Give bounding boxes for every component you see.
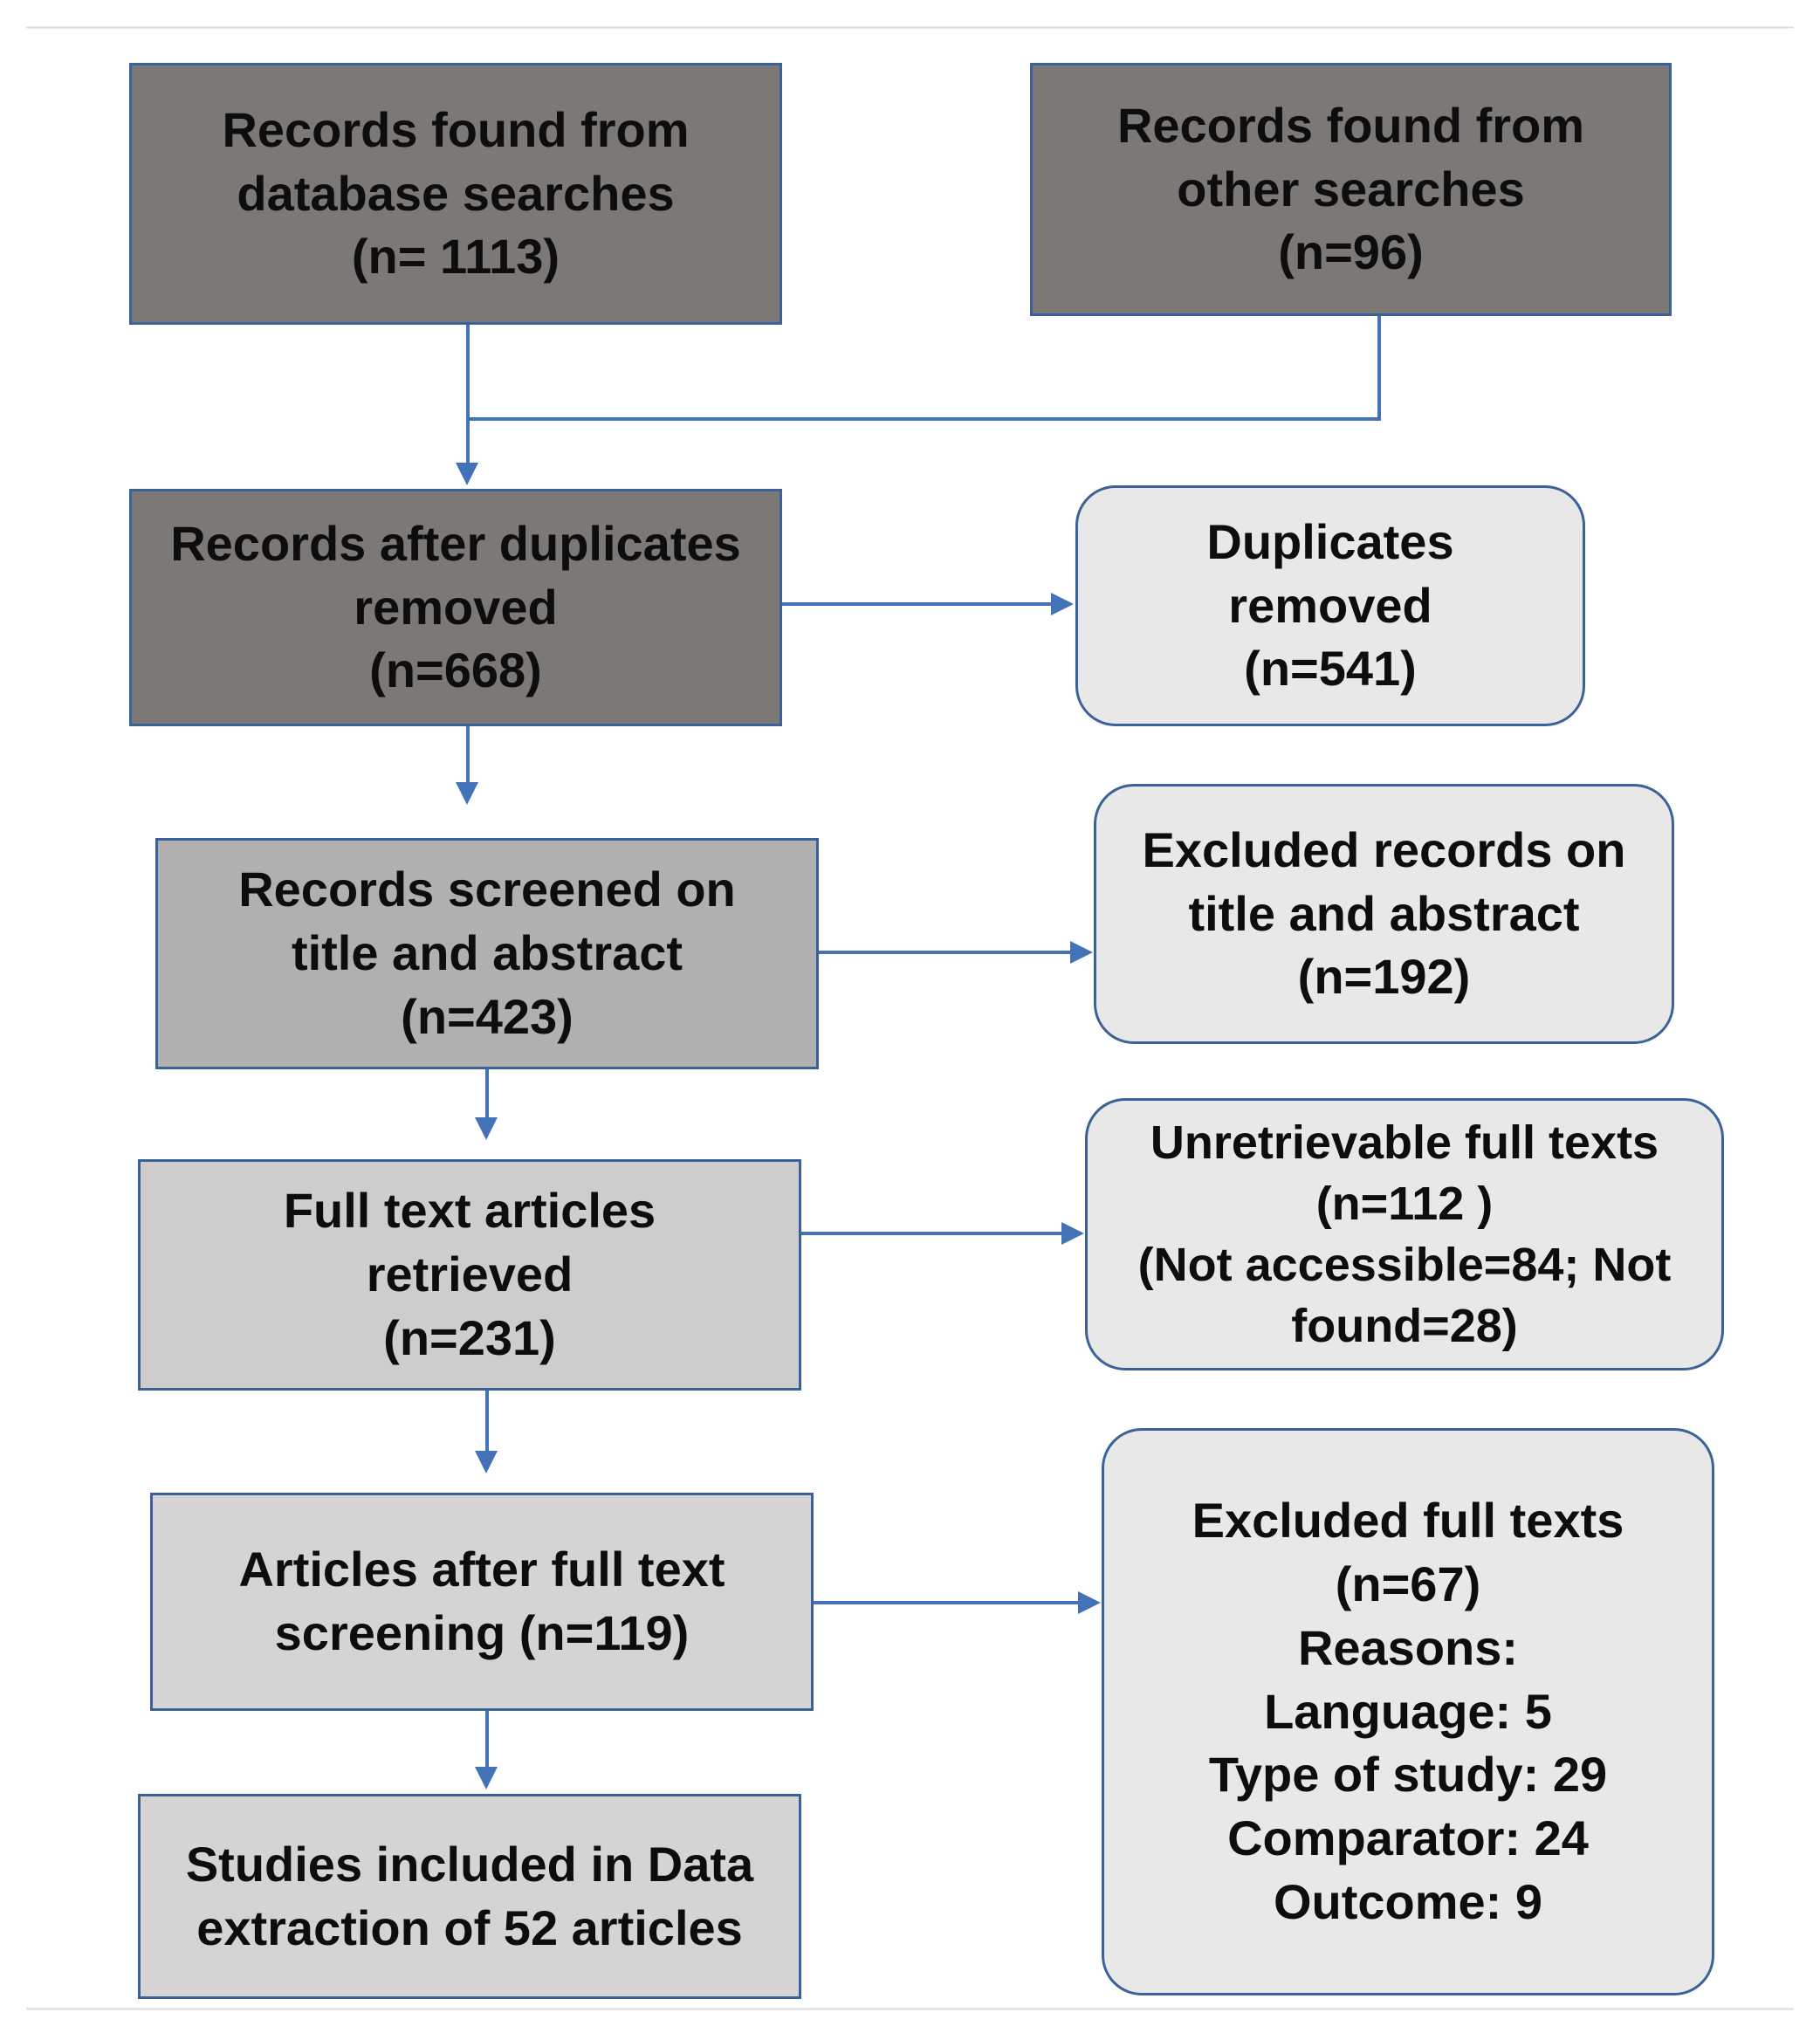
connector-merge-down (466, 417, 470, 470)
node-line: Duplicates (1206, 513, 1454, 569)
node-line: (n=541) (1244, 641, 1417, 697)
connector-down-to-screened (466, 726, 470, 787)
node-line: Records found from (1116, 97, 1585, 153)
node-records-from-database-searches: Records found from database searches (n=… (129, 63, 782, 325)
node-line: Reasons: (1297, 1619, 1519, 1675)
connector-to-unretrievable (801, 1232, 1063, 1235)
node-records-after-duplicates-removed: Records after duplicates removed (n=668) (129, 489, 782, 726)
node-line: (Not accessible=84; Not (1137, 1239, 1672, 1291)
node-line: Records found from (222, 101, 690, 157)
node-studies-included-data-extraction: Studies included in Data extraction of 5… (138, 1794, 801, 1999)
node-line: found=28) (1291, 1300, 1518, 1353)
connector-to-excluded-title-abstract (819, 951, 1072, 954)
arrowhead-to-excluded-full-texts (1078, 1591, 1101, 1614)
node-line: Language: 5 (1264, 1683, 1552, 1739)
node-line: removed (354, 579, 558, 635)
connector-down-to-full-text (485, 1069, 489, 1122)
node-excluded-records-title-abstract: Excluded records on title and abstract (… (1094, 784, 1674, 1044)
node-line: Type of study: 29 (1208, 1747, 1608, 1803)
node-line: removed (1228, 577, 1432, 633)
top-divider (26, 26, 1794, 29)
bottom-divider (26, 2008, 1794, 2010)
node-records-screened-title-abstract: Records screened on title and abstract (… (155, 838, 819, 1069)
node-line: (n=96) (1278, 224, 1424, 280)
arrowhead-to-studies-included (475, 1767, 498, 1789)
node-excluded-full-texts: Excluded full texts (n=67) Reasons: Lang… (1102, 1428, 1714, 1995)
connector-merge-horizontal (466, 417, 1381, 421)
connector-down-to-studies-included (485, 1711, 489, 1772)
node-line: Studies included in Data (185, 1836, 754, 1892)
node-line: Unretrievable full texts (1150, 1116, 1659, 1169)
connector-to-excluded-full-texts (814, 1601, 1080, 1604)
node-line: extraction of 52 articles (196, 1899, 743, 1955)
node-line: (n=231) (383, 1309, 556, 1365)
node-line: Outcome: 9 (1273, 1873, 1543, 1929)
node-line: (n=112 ) (1315, 1177, 1494, 1230)
arrowhead-to-full-text-retrieved (475, 1117, 498, 1140)
node-line: Excluded full texts (1192, 1493, 1624, 1549)
node-records-from-other-searches: Records found from other searches (n=96) (1030, 63, 1672, 316)
node-line: title and abstract (291, 925, 683, 981)
node-line: Excluded records on (1142, 821, 1626, 877)
node-line: (n=67) (1335, 1556, 1481, 1611)
node-line: title and abstract (1188, 885, 1580, 941)
arrowhead-to-records-after-duplicates (456, 463, 478, 485)
node-line: Records screened on (238, 862, 736, 917)
arrowhead-to-articles-after-full-text (475, 1451, 498, 1473)
node-line: (n= 1113) (351, 229, 560, 285)
node-unretrievable-full-texts: Unretrievable full texts (n=112 ) (Not a… (1085, 1098, 1724, 1370)
node-line: (n=423) (401, 988, 573, 1044)
connector-db-down (466, 325, 470, 421)
node-line: retrieved (366, 1247, 573, 1302)
connector-down-to-articles-after (485, 1391, 489, 1456)
arrowhead-to-records-screened (456, 782, 478, 805)
node-line: Articles after full text (238, 1542, 725, 1597)
arrowhead-to-unretrievable (1061, 1222, 1084, 1245)
node-line: database searches (237, 165, 675, 221)
node-line: (n=192) (1297, 949, 1471, 1005)
node-line: (n=668) (369, 642, 542, 698)
node-line: screening (n=119) (274, 1605, 690, 1660)
node-line: Comparator: 24 (1227, 1810, 1589, 1866)
connector-to-duplicates-removed (782, 602, 1053, 606)
connector-other-down (1377, 316, 1381, 421)
arrowhead-to-duplicates-removed (1051, 593, 1074, 615)
node-duplicates-removed: Duplicates removed (n=541) (1075, 485, 1585, 726)
node-full-text-articles-retrieved: Full text articles retrieved (n=231) (138, 1159, 801, 1391)
node-line: Full text articles (283, 1183, 656, 1239)
node-line: Records after duplicates (170, 515, 741, 571)
node-line: other searches (1177, 161, 1525, 216)
node-articles-after-full-text-screening: Articles after full text screening (n=11… (150, 1493, 814, 1711)
arrowhead-to-excluded-title-abstract (1070, 941, 1093, 964)
